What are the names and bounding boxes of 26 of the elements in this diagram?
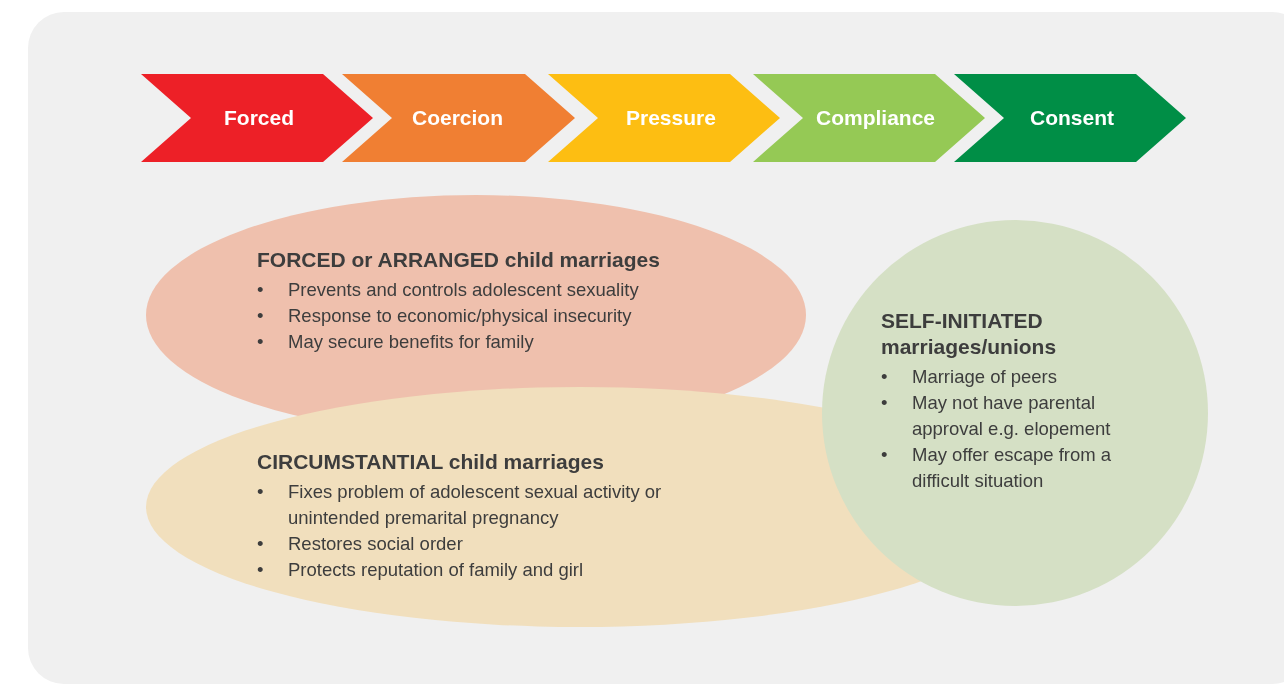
bullet-mark: •	[881, 443, 888, 467]
category-heading: SELF-INITIATED marriages/unions	[881, 308, 1058, 360]
bullet-mark: •	[257, 330, 264, 354]
bullet-mark: •	[257, 558, 264, 582]
bullet-mark: •	[881, 391, 888, 415]
category-heading: CIRCUMSTANTIAL child marriages	[257, 449, 605, 475]
bullet-mark: •	[257, 532, 264, 556]
bullet-mark: •	[257, 480, 264, 504]
bullet-mark: •	[881, 365, 888, 389]
bullet-mark: •	[257, 304, 264, 328]
bullet-text: Prevents and controls adolescent sexuality	[288, 278, 640, 302]
bullet-text: May offer escape from a difficult situation	[912, 443, 1113, 493]
category-heading: FORCED or ARRANGED child marriages	[257, 247, 661, 273]
stage-label: Forced	[224, 106, 294, 130]
bullet-text: Response to economic/physical insecurity	[288, 304, 633, 328]
bullet-text: Fixes problem of adolescent sexual activity or unintended premarital pregnancy	[288, 480, 663, 530]
stage-label: Compliance	[816, 106, 936, 130]
bullet-text: May not have parental approval e.g. elopement	[912, 391, 1112, 441]
stage-label: Coercion	[412, 106, 503, 130]
stage-label: Consent	[1030, 106, 1114, 130]
bullet-mark: •	[257, 278, 264, 302]
bullet-text: Restores social order	[288, 532, 464, 556]
bullet-text: Marriage of peers	[912, 365, 1058, 389]
bullet-text: Protects reputation of family and girl	[288, 558, 585, 582]
stage-label: Pressure	[626, 106, 716, 130]
bullet-text: May secure benefits for family	[288, 330, 535, 354]
